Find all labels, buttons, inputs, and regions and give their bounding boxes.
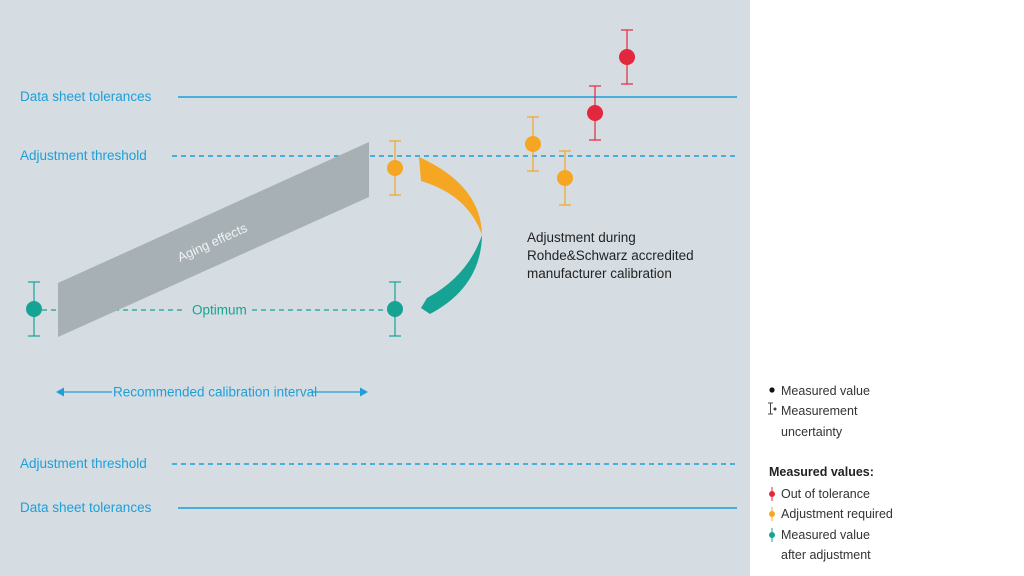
legend-measured-value-label: Measured value (781, 384, 870, 398)
legend-out-of-tolerance-label: Out of tolerance (781, 487, 870, 501)
legend-after-adjustment-label-1: Measured value (781, 528, 870, 542)
adjustment-note-line-1: Adjustment during (527, 230, 636, 245)
adjustment-note-line-2: Rohde&Schwarz accredited (527, 248, 694, 263)
measurement-point-before-adjustment (387, 140, 403, 196)
adjustment-arc-teal (421, 235, 482, 314)
interval-label: Recommended calibration interval (113, 385, 317, 400)
interval-arrow-right (360, 387, 368, 397)
measured-value-dot (26, 301, 42, 317)
legend-measured-value-dot (769, 387, 775, 393)
measured-value-dot (387, 301, 403, 317)
adjustment-note-line-3: manufacturer calibration (527, 266, 672, 281)
interval-arrow-left (56, 387, 64, 397)
legend-out-of-tolerance-icon (769, 487, 775, 501)
lower-threshold-label: Adjustment threshold (20, 456, 147, 471)
legend-uncertainty-icon (768, 402, 777, 415)
legend-after-adjustment-icon (769, 528, 775, 542)
measurement-points (26, 29, 635, 337)
measurement-point-start (26, 281, 42, 337)
measured-value-dot (587, 105, 603, 121)
upper-tolerance-label: Data sheet tolerances (20, 89, 152, 104)
measured-value-dot (387, 160, 403, 176)
legend-uncertainty-label-1: Measurement (781, 404, 858, 418)
measurement-point-drift-4 (619, 29, 635, 85)
measurement-point-drift-3 (587, 85, 603, 141)
measurement-point-after-adjustment (387, 281, 403, 337)
measured-value-dot (619, 49, 635, 65)
legend-heading: Measured values: (769, 465, 874, 479)
legend-adjustment-required-label: Adjustment required (781, 507, 893, 521)
aging-effects-band (58, 142, 369, 337)
upper-threshold-label: Adjustment threshold (20, 148, 147, 163)
measured-value-dot (525, 136, 541, 152)
measurement-point-drift-1 (525, 116, 541, 172)
legend-uncertainty-label-2: uncertainty (781, 425, 843, 439)
measured-value-dot (557, 170, 573, 186)
legend-adjustment-required-icon (769, 507, 775, 521)
adjustment-arc-orange (419, 157, 482, 235)
optimum-label: Optimum (192, 303, 247, 318)
lower-tolerance-label: Data sheet tolerances (20, 500, 152, 515)
legend: Measured value Measurement uncertainty M… (768, 384, 893, 562)
legend-after-adjustment-label-2: after adjustment (781, 548, 871, 562)
measurement-point-drift-2 (557, 150, 573, 206)
